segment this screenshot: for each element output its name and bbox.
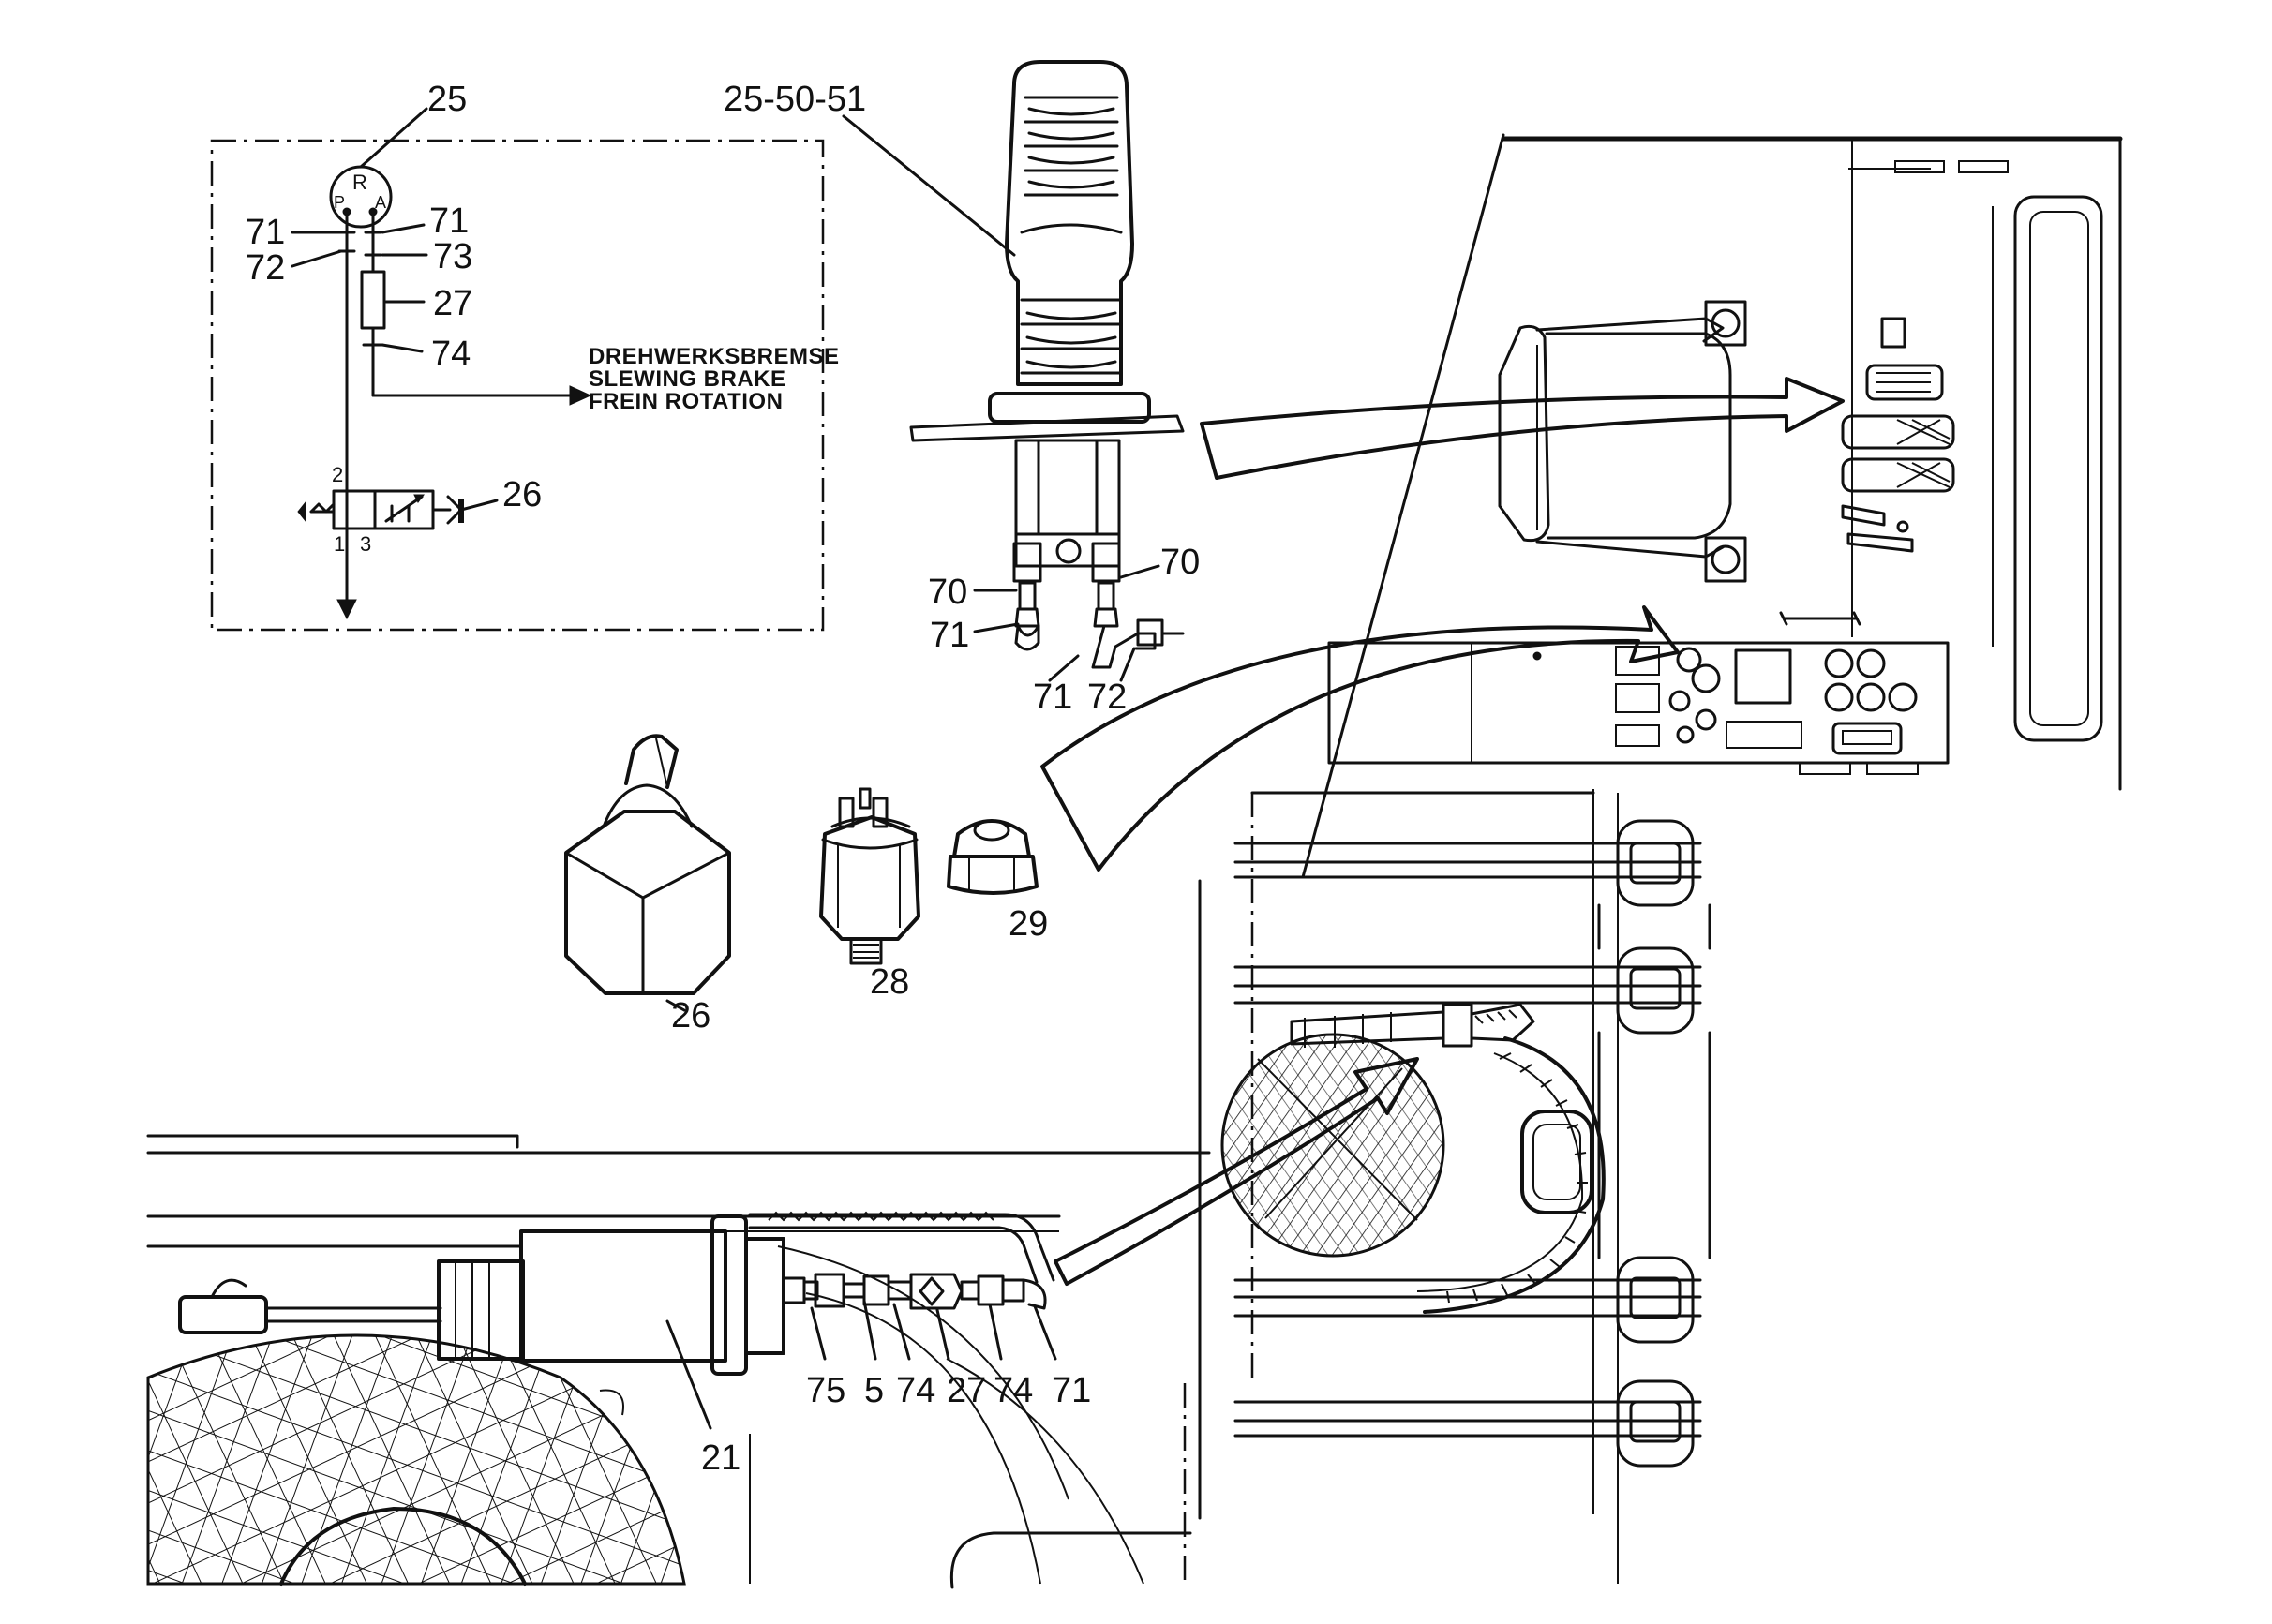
control-console (1327, 611, 1950, 775)
note-line-2: SLEWING BRAKE (589, 366, 786, 392)
port-r-label: R (352, 171, 367, 194)
operator-seat (1498, 300, 1747, 583)
callout-5: 5 (864, 1371, 884, 1410)
callout-26-schematic: 26 (502, 475, 542, 514)
callout-72: 72 (246, 248, 285, 288)
callout-25-50-51: 25-50-51 (724, 80, 866, 119)
switch-26-drawing (564, 734, 731, 1012)
schematic-panel: R P A (210, 80, 840, 632)
note-line-3: FREIN ROTATION (589, 389, 783, 414)
port-p-label: P (334, 193, 345, 212)
arrow-to-lever (1200, 377, 1845, 480)
callout-27-schematic: 27 (433, 284, 472, 323)
undercarriage-view (1054, 789, 1711, 1584)
callout-71-joystick-left: 71 (930, 616, 969, 655)
callout-73: 73 (433, 237, 472, 276)
pressure-switch-28-drawing (819, 787, 920, 965)
joystick-assembly: 25-50-51 70 70 (724, 60, 1200, 717)
control-levers (1841, 317, 1955, 553)
callout-28-part: 28 (870, 962, 909, 1002)
callout-71-cylinder: 71 (1052, 1371, 1091, 1410)
joystick-handle (1005, 60, 1134, 386)
operator-cab (1040, 133, 2123, 879)
callout-70-right: 70 (1160, 543, 1200, 582)
callout-25: 25 (427, 80, 467, 119)
port-3-label: 3 (360, 532, 371, 556)
valve-26-symbol (297, 489, 499, 530)
callout-71-left: 71 (246, 213, 285, 252)
callout-70-left: 70 (928, 573, 967, 612)
callout-74-cylinder-a: 74 (896, 1371, 935, 1410)
callout-72-joystick: 72 (1087, 678, 1127, 717)
callout-71-joystick-bottom: 71 (1033, 678, 1072, 717)
callout-29-part: 29 (1009, 904, 1048, 944)
port-2-label: 2 (332, 463, 343, 486)
port-a-label: A (375, 193, 386, 212)
callout-21: 21 (701, 1438, 740, 1478)
schematic-frame (210, 139, 825, 632)
callout-75: 75 (806, 1371, 845, 1410)
callout-71-right: 71 (429, 201, 469, 241)
fitting-29-drawing (947, 819, 1039, 895)
port-1-label: 1 (334, 532, 345, 556)
arrow-to-slew-ring (1054, 1057, 1419, 1286)
note-line-1: DREHWERKSBREMSE (589, 344, 840, 369)
arrow-to-console (1040, 605, 1680, 872)
brake-cylinder-detail: 75 5 74 27 74 71 21 (146, 1134, 1211, 1589)
callout-74-schematic: 74 (431, 335, 471, 374)
callout-26-part: 26 (671, 996, 710, 1035)
restrictor-27-symbol (360, 270, 386, 330)
